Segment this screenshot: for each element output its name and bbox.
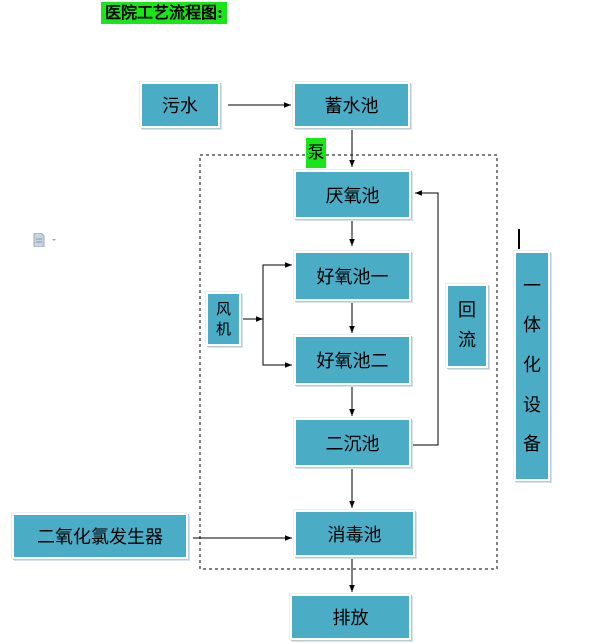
anaerobic-tank-box: 厌氧池 <box>294 170 411 219</box>
discharge-box: 排放 <box>290 594 411 640</box>
sewage-label: 污水 <box>162 96 198 117</box>
discharge-label: 排放 <box>332 608 369 629</box>
integrated-label-4: 设 <box>523 394 541 416</box>
chlorine-dioxide-generator-box: 二氧化氯发生器 <box>12 513 188 559</box>
secondary-settling-label: 二沉池 <box>325 433 380 455</box>
diagram-title: 医院工艺流程图: <box>101 2 227 24</box>
integrated-label-5: 备 <box>523 434 541 456</box>
storage-tank-box: 蓄水池 <box>293 82 410 128</box>
blower-label-1: 风 <box>215 299 231 318</box>
integrated-label-1: 一 <box>523 275 541 297</box>
aerobic-tank-1-label: 好氧池一 <box>316 267 389 288</box>
arrow-blower-aerobic1 <box>262 262 292 319</box>
integrated-label-3: 化 <box>523 354 541 376</box>
reflux-label-1: 回 <box>458 300 476 321</box>
disinfection-tank-label: 消毒池 <box>327 524 382 546</box>
arrow-reflux <box>411 190 439 446</box>
aerobic-tank-2-label: 好氧池二 <box>316 351 389 372</box>
pump-label: 泵 <box>306 138 326 168</box>
integrated-boundary <box>199 154 498 570</box>
aerobic-tank-2-box: 好氧池二 <box>294 335 411 385</box>
sewage-box: 污水 <box>140 82 220 128</box>
document-icon[interactable] <box>33 232 61 251</box>
blower-box: 风 机 <box>206 292 241 346</box>
integrated-label-2: 体 <box>523 315 541 337</box>
anaerobic-tank-label: 厌氧池 <box>325 185 380 207</box>
arrow-blower-aerobic2 <box>262 319 292 368</box>
disinfection-tank-box: 消毒池 <box>294 510 415 557</box>
integrated-equipment-box: 一 体 化 设 备 <box>514 251 550 481</box>
blower-label-2: 机 <box>215 319 231 338</box>
reflux-box: 回 流 <box>446 284 488 368</box>
aerobic-tank-1-box: 好氧池一 <box>294 251 411 301</box>
secondary-settling-box: 二沉池 <box>294 418 411 467</box>
chlorine-dioxide-generator-label: 二氧化氯发生器 <box>37 527 163 548</box>
storage-tank-label: 蓄水池 <box>324 96 379 117</box>
reflux-label-2: 流 <box>458 330 476 351</box>
